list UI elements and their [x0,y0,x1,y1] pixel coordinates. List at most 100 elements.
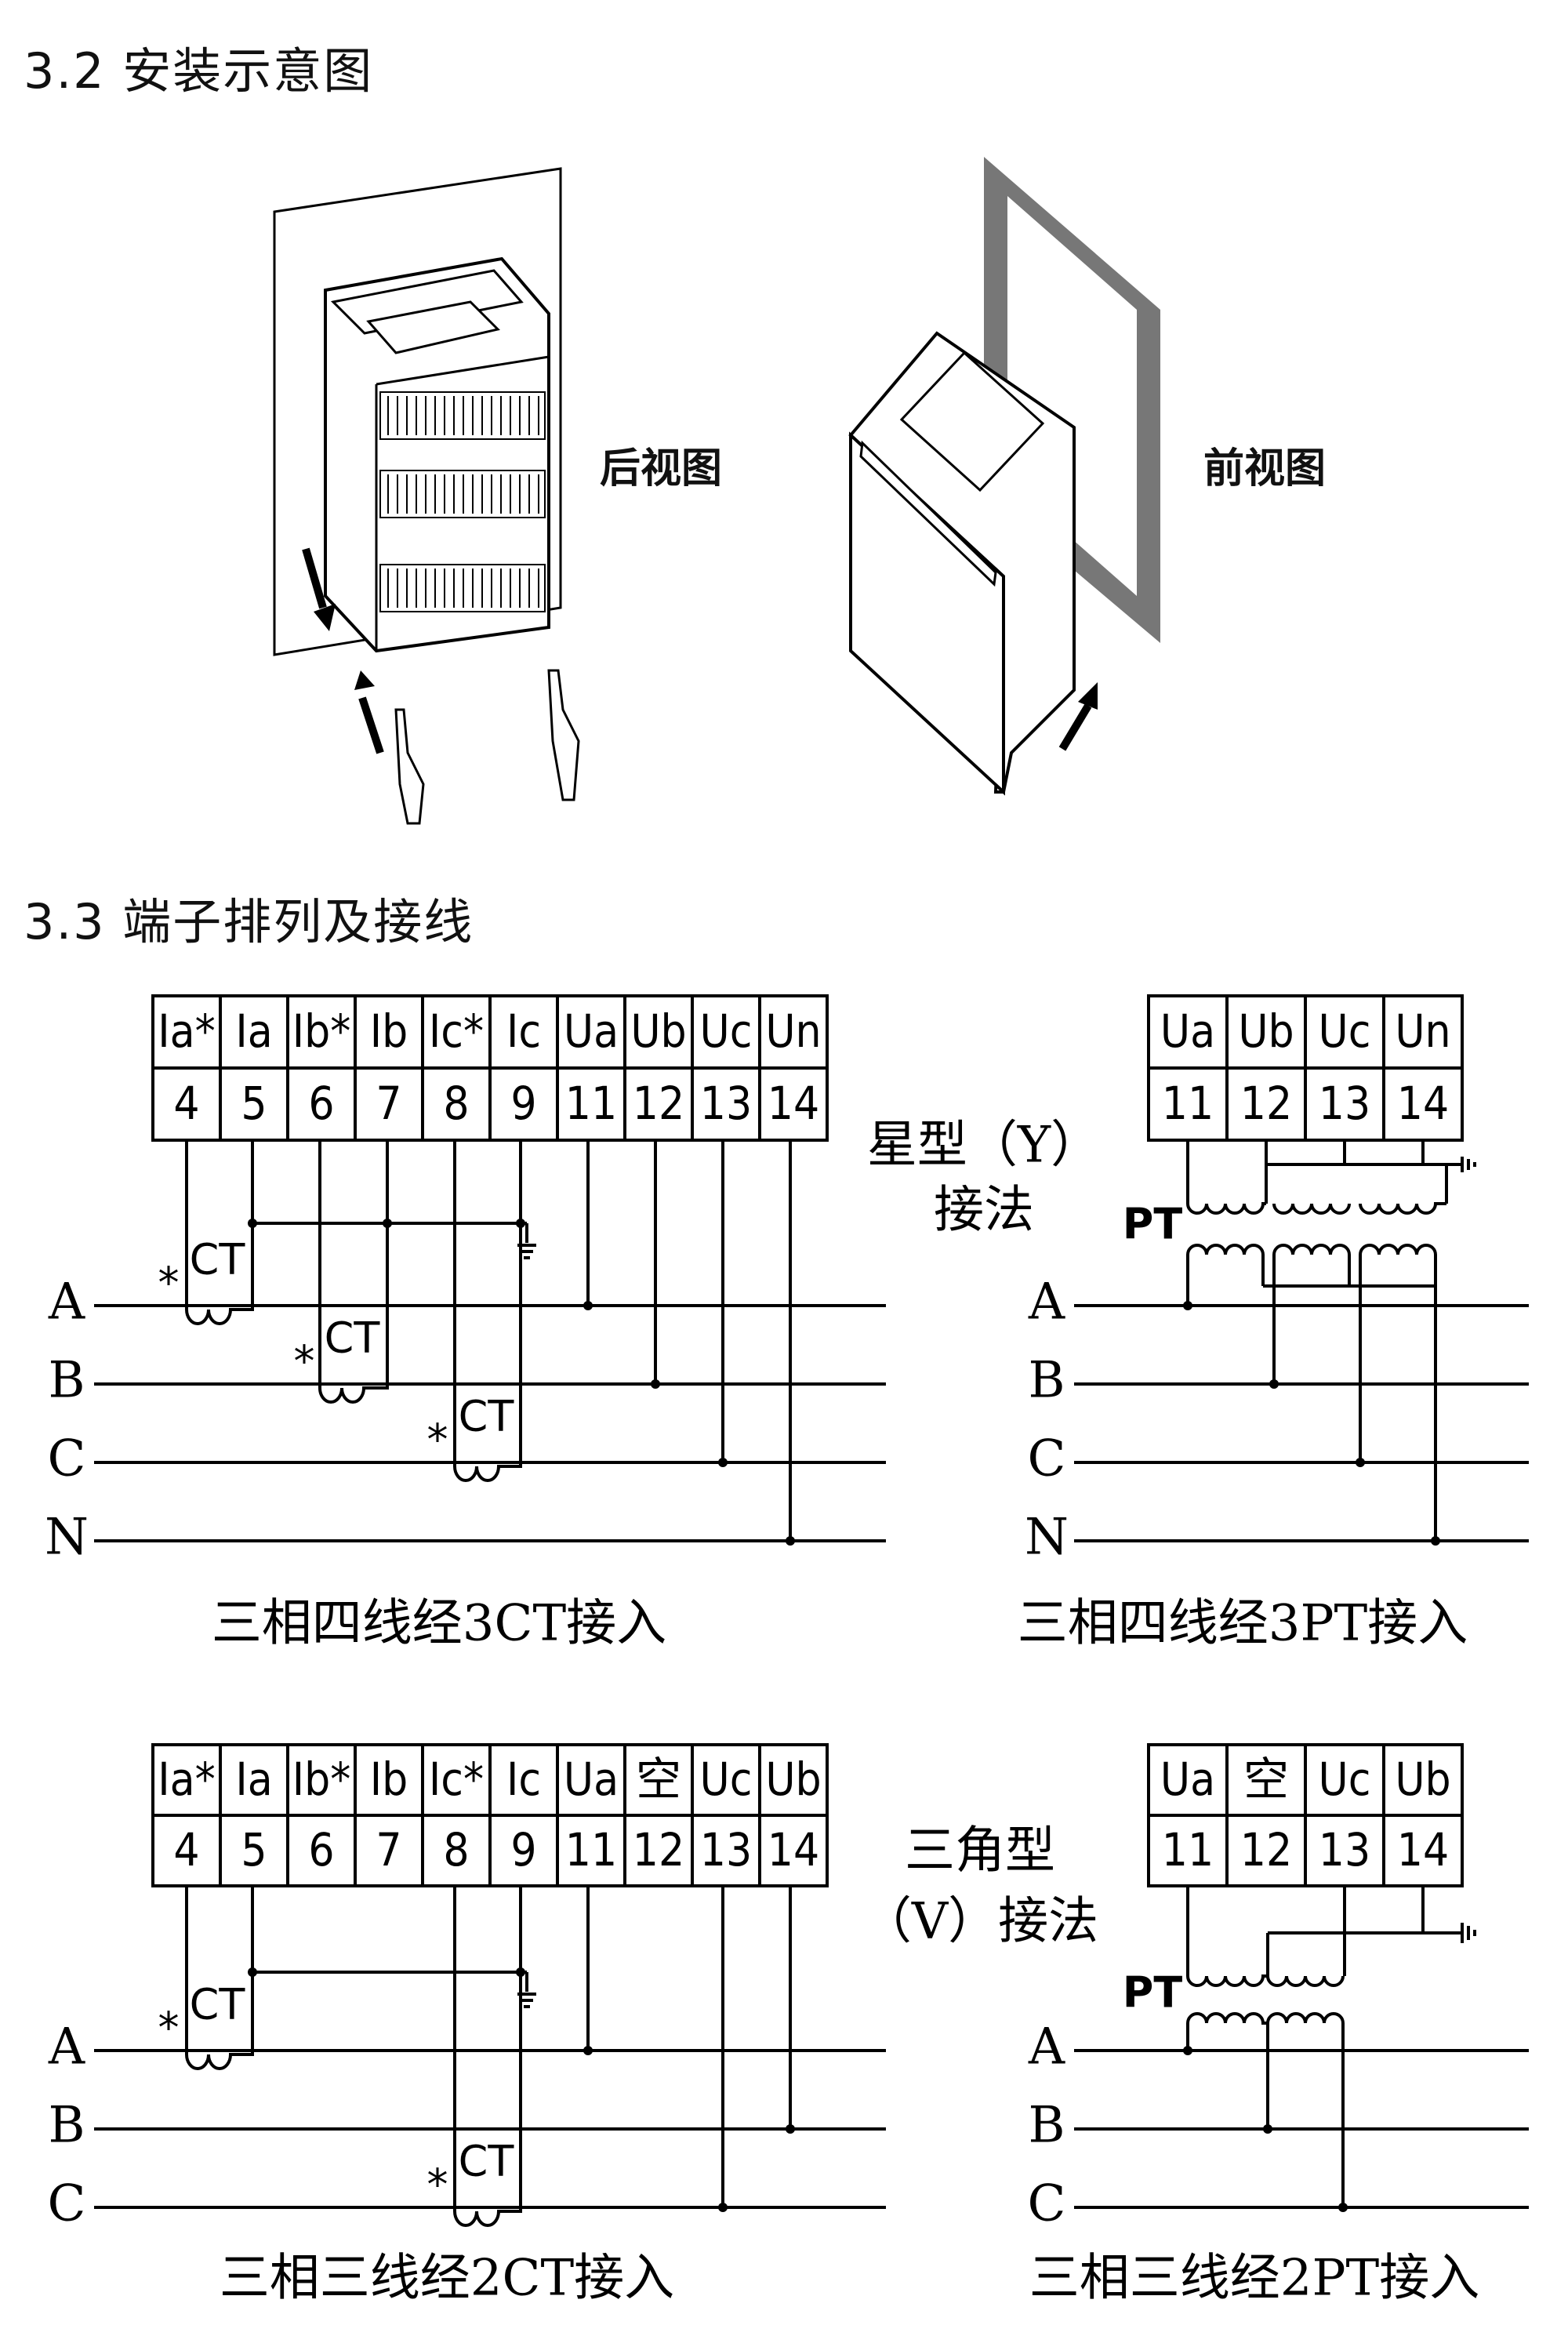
terminal-cell [758,994,829,1070]
phase-label: B [1028,2097,1065,2155]
terminal-number: 7 [376,1077,401,1130]
polarity-mark: * [158,1259,180,1308]
terminal-name: Ia [235,1004,272,1058]
ct-label: CT [325,1313,381,1363]
terminal-number: 6 [308,1823,334,1876]
terminal-name: Ua [1160,1004,1215,1058]
terminal-name: Ic* [429,1004,484,1058]
terminal-cell [623,1743,694,1817]
caption-3ct: 三相四线经3CT接入 [212,1595,666,1653]
terminal-number: 14 [1397,1077,1449,1130]
terminal-name: 空 [636,1753,681,1806]
terminal-number: 7 [376,1823,401,1876]
terminal-name: Ua [564,1004,619,1058]
terminal-number: 9 [510,1823,536,1876]
terminal-cell [691,1743,761,1817]
caption-2pt: 三相三线经2PT接入 [1029,2250,1479,2308]
terminal-name: Un [1395,1004,1450,1058]
terminal-cell [556,994,626,1070]
terminal-number: 8 [443,1077,469,1130]
terminal-cell [286,994,357,1070]
phase-label: A [48,1273,85,1331]
install-section-title: 3.2 安装示意图 [24,42,374,100]
phase-label: B [48,2097,85,2155]
phase-label: A [1028,2018,1065,2076]
terminal-cell [1382,1066,1464,1142]
terminal-cell [691,1814,761,1887]
delta-conn-line2: （V）接法 [862,1893,1098,1951]
front-view-illustration [848,157,1160,796]
terminal-number: 4 [173,1823,199,1876]
terminal-cell [354,1814,424,1887]
terminal-number: 13 [1319,1077,1370,1130]
terminal-number: 5 [241,1077,267,1130]
terminal-name: Ic [506,1004,541,1058]
terminal-cell [488,1066,559,1142]
terminal-name: Ia [235,1753,272,1806]
terminal-number: 11 [1162,1077,1214,1130]
terminal-number: 13 [700,1077,752,1130]
terminal-number: 6 [308,1077,334,1130]
pt-label: PT [1123,1200,1183,1249]
terminal-name: Uc [700,1753,753,1806]
terminal-name: Ib [370,1004,408,1058]
terminal-number: 4 [173,1077,199,1130]
caption-3pt: 三相四线经3PT接入 [1018,1595,1468,1653]
terminal-name: Ia* [158,1753,215,1806]
terminal-number: 11 [1162,1823,1214,1876]
terminal-cell [1147,1066,1229,1142]
terminal-name: Ic* [429,1753,484,1806]
ct-label: CT [190,1980,246,2029]
terminal-name: Ib [370,1753,408,1806]
terminal-cell [623,994,694,1070]
phase-label: C [48,2175,86,2233]
terminal-number: 11 [565,1823,617,1876]
terminal-section-title: 3.3 端子排列及接线 [24,893,474,950]
terminal-name: Ic [506,1753,541,1806]
terminal-number: 14 [768,1823,819,1876]
terminal-number: 9 [510,1077,536,1130]
terminal-name: Uc [700,1004,753,1058]
front-view-label: 前视图 [1203,445,1327,492]
terminal-cell [286,1814,357,1887]
terminal-cell [1382,1743,1464,1817]
terminal-cell [556,1814,626,1887]
terminal-number: 13 [1319,1823,1370,1876]
polarity-mark: * [158,2003,180,2053]
polarity-mark: * [427,1415,448,1465]
terminal-name: Ub [765,1753,821,1806]
ct-label: CT [190,1235,246,1284]
terminal-number: 12 [633,1823,684,1876]
terminal-cell [691,1066,761,1142]
terminal-number: 12 [633,1077,684,1130]
rear-view-label: 后视图 [600,445,723,492]
terminal-name: Uc [1319,1753,1371,1806]
caption-2ct: 三相三线经2CT接入 [220,2250,674,2308]
phase-label: N [1025,1509,1069,1567]
terminal-name: Ia* [158,1004,215,1058]
phase-label: C [1028,2175,1066,2233]
terminal-cell [758,1066,829,1142]
terminal-number: 5 [241,1823,267,1876]
polarity-mark: * [294,1337,315,1386]
terminal-cell [354,994,424,1070]
terminal-cell [421,1814,492,1887]
terminal-name: Ub [1395,1753,1450,1806]
pt-label: PT [1123,1968,1183,2018]
phase-label: B [1028,1352,1065,1410]
star-conn-line1: 星型（Y） [867,1117,1101,1175]
terminal-number: 13 [700,1823,752,1876]
star-conn-line2: 接法 [934,1182,1034,1240]
terminal-number: 12 [1240,1823,1292,1876]
terminal-name: Ub [1238,1004,1294,1058]
terminal-cell [758,1814,829,1887]
terminal-cell [1147,1814,1229,1887]
